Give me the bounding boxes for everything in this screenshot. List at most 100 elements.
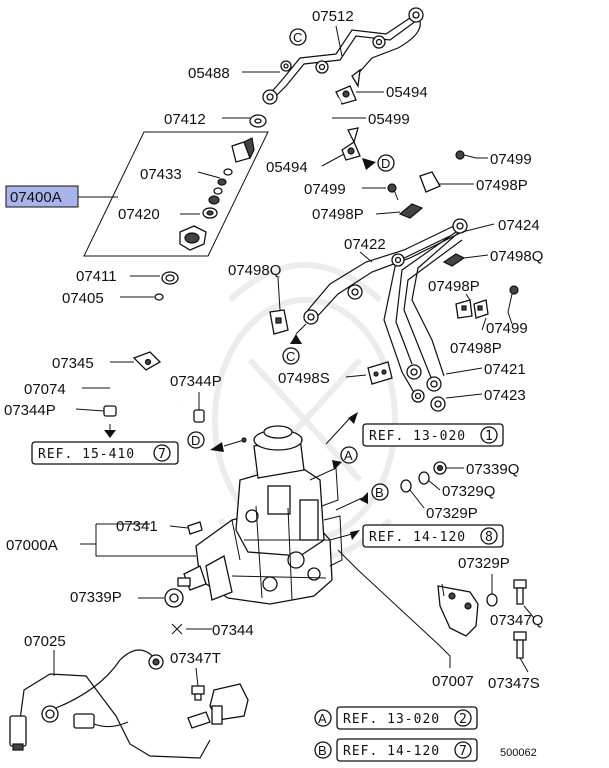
marker-b-legend: B xyxy=(318,743,327,758)
label-07424: 07424 xyxy=(498,217,540,234)
circle-markers: C C D D A B A B xyxy=(187,28,395,759)
svg-text:8: 8 xyxy=(485,530,494,545)
clamp-07498Q-left xyxy=(269,309,289,335)
label-07420: 07420 xyxy=(118,206,160,223)
marker-d-left: D xyxy=(191,433,200,448)
gasket-07411 xyxy=(161,271,179,285)
washer-07329P xyxy=(400,479,412,493)
part-labels: 07512 05488 05494 07412 05499 05494 0749… xyxy=(4,8,543,692)
arrow-to-d-left xyxy=(210,442,224,452)
label-07498Q-right: 07498Q xyxy=(490,248,543,265)
injection-pipe-main xyxy=(303,218,468,412)
clamp-07498P-right xyxy=(455,299,489,319)
label-07341: 07341 xyxy=(116,518,158,535)
label-07347Q: 07347Q xyxy=(490,612,543,629)
clip-07344 xyxy=(171,623,183,635)
label-07411: 07411 xyxy=(76,268,117,285)
injection-pump-body xyxy=(195,425,343,605)
bolt-07347S xyxy=(513,631,527,659)
washer-07329P-lower xyxy=(486,593,498,607)
arrow-to-b xyxy=(360,492,368,504)
ref-13-020-1[interactable]: REF. 13-020 1 xyxy=(362,423,504,447)
label-05499: 05499 xyxy=(368,111,410,128)
clamp-07498S xyxy=(367,361,393,385)
label-05494-top: 05494 xyxy=(386,84,428,101)
bolt-07499-right xyxy=(507,285,519,313)
svg-text:REF. 13-020: REF. 13-020 xyxy=(343,712,440,727)
label-07074: 07074 xyxy=(24,381,66,398)
clamp-07498Q-right xyxy=(442,253,466,267)
label-07421: 07421 xyxy=(484,361,526,378)
clamp-07498P-top xyxy=(419,171,441,193)
label-07412: 07412 xyxy=(164,111,206,128)
clamp-07498P-left xyxy=(398,203,424,219)
label-07329P-upper: 07329P xyxy=(426,505,478,522)
label-07433: 07433 xyxy=(140,166,182,183)
svg-text:2: 2 xyxy=(459,712,468,727)
label-07498P-left: 07498P xyxy=(312,206,364,223)
arrow-down-to-ref xyxy=(104,430,116,438)
pump-drive-shaft xyxy=(177,565,207,591)
label-07347S: 07347S xyxy=(488,675,540,692)
banjo-bolt-05494-lower xyxy=(341,127,361,161)
fuel-hose-07074 xyxy=(109,378,182,409)
svg-text:7: 7 xyxy=(158,447,167,462)
svg-text:REF. 14-120: REF. 14-120 xyxy=(343,744,440,759)
label-07025: 07025 xyxy=(24,633,66,650)
label-07498P-top: 07498P xyxy=(476,177,528,194)
label-07499-right: 07499 xyxy=(486,320,528,337)
arrow-to-d xyxy=(362,158,376,170)
label-07499-mid: 07499 xyxy=(304,181,346,198)
washer-07412 xyxy=(249,114,267,128)
label-07329P-lower: 07329P xyxy=(458,555,510,572)
label-07498P-right: 07498P xyxy=(428,278,480,295)
label-07347T: 07347T xyxy=(170,650,221,667)
leak-off-hose xyxy=(307,97,342,143)
label-05494-lower: 05494 xyxy=(266,159,308,176)
ref-14-120-7[interactable]: REF. 14-120 7 xyxy=(336,738,478,762)
label-07345: 07345 xyxy=(52,355,94,372)
svg-text:7: 7 xyxy=(459,744,468,759)
label-07339P: 07339P xyxy=(70,589,122,606)
marker-a-legend: A xyxy=(318,711,327,726)
arrow-to-c-lower xyxy=(290,334,302,344)
label-07498S: 07498S xyxy=(278,370,330,387)
label-07512: 07512 xyxy=(312,8,354,25)
marker-c-lower: C xyxy=(286,349,295,364)
bolt-07347T xyxy=(191,685,205,701)
ref-15-410[interactable]: REF. 15-410 7 xyxy=(31,441,179,465)
label-07339Q: 07339Q xyxy=(466,461,519,478)
bolt-07499-top xyxy=(455,150,477,160)
clamp-07344P-right xyxy=(193,409,205,423)
marker-a: A xyxy=(344,448,353,463)
label-07007: 07007 xyxy=(432,673,474,690)
nozzle-assembly-outline xyxy=(83,131,269,257)
label-07405: 07405 xyxy=(62,290,104,307)
label-07344P-left: 07344P xyxy=(4,402,56,419)
label-07000A: 07000A xyxy=(6,537,58,554)
diagram-id: 500062 xyxy=(500,747,537,759)
svg-text:1: 1 xyxy=(485,429,494,444)
arrow-ref-14120 xyxy=(350,530,360,540)
label-07423: 07423 xyxy=(484,387,526,404)
highlighted-label-07400A[interactable]: 07400A xyxy=(5,185,79,208)
label-07498Q-left: 07498Q xyxy=(228,262,281,279)
clamp-07344P-left xyxy=(103,405,117,417)
part-07341 xyxy=(187,521,203,535)
marker-d-top: D xyxy=(381,156,390,171)
marker-c-top: C xyxy=(293,30,302,45)
ref-13-020-2[interactable]: REF. 13-020 2 xyxy=(336,706,478,730)
svg-text:REF. 15-410: REF. 15-410 xyxy=(38,447,135,462)
label-07344: 07344 xyxy=(212,622,254,639)
bracket-07007 xyxy=(437,585,479,637)
label-07329Q: 07329Q xyxy=(442,483,495,500)
label-07344P-right: 07344P xyxy=(170,373,222,390)
nut-07339Q xyxy=(433,461,447,475)
clip-07345 xyxy=(132,351,162,371)
marker-b: B xyxy=(375,485,384,500)
nozzle-holder-parts xyxy=(179,137,255,251)
label-07499-top: 07499 xyxy=(490,151,532,168)
ref-14-120-8[interactable]: REF. 14-120 8 xyxy=(362,524,504,548)
nut-07339P xyxy=(164,588,184,608)
